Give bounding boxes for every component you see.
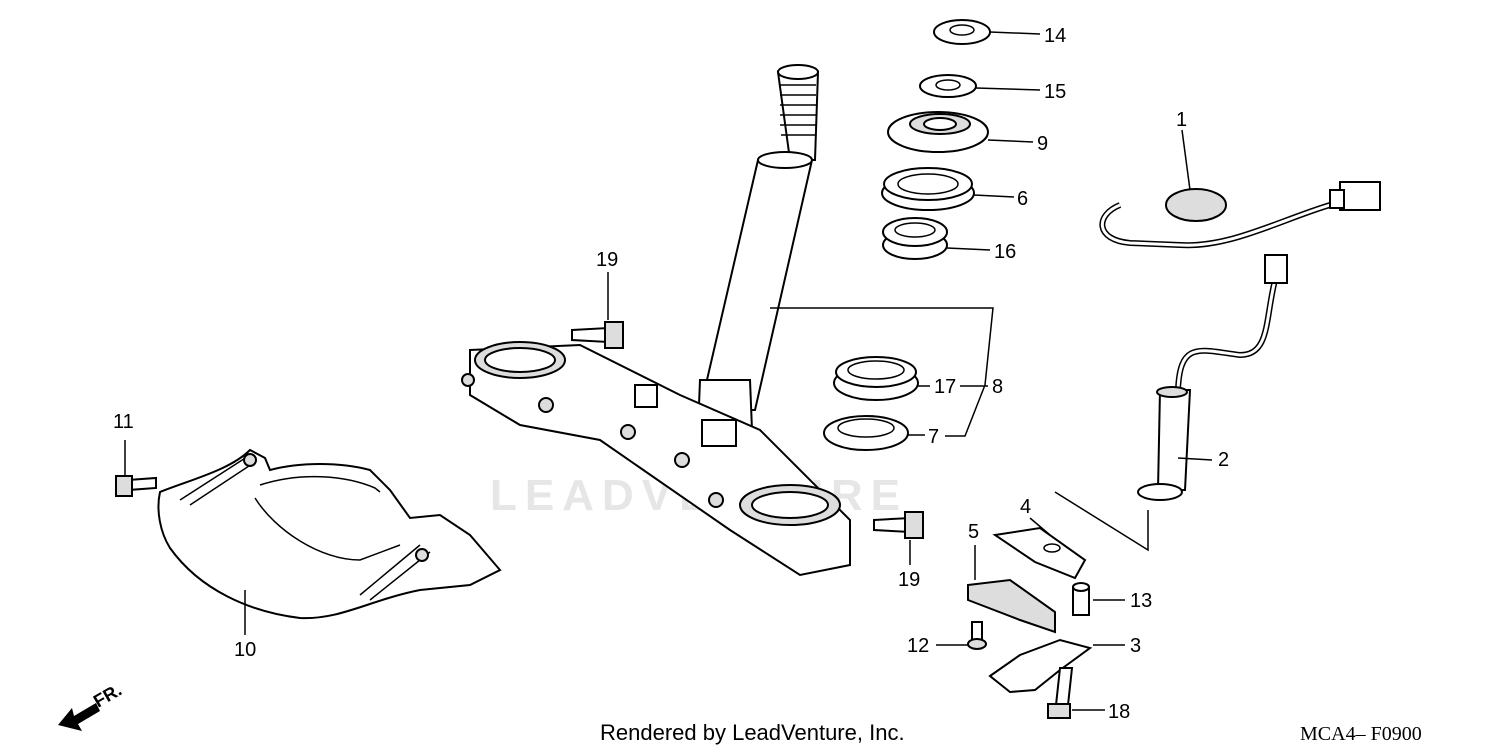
bracket-5[interactable] [967,578,1056,634]
leader-lines [124,31,1213,711]
diagram-code: MCA4– F0900 [1300,723,1422,745]
cover-10[interactable] [157,448,502,620]
callout-2: 2 [1218,449,1229,471]
sensor-2[interactable] [1137,254,1288,501]
callout-3: 3 [1130,635,1141,657]
adjusting-nut-9[interactable] [887,111,989,153]
callout-1: 1 [1176,109,1187,131]
callout-7: 7 [928,426,939,448]
callout-10: 10 [234,639,256,661]
bracket-4[interactable] [992,526,1087,580]
bolt-18[interactable] [1047,667,1074,719]
callout-14: 14 [1044,25,1066,47]
rendered-by-text: Rendered by LeadVenture, Inc. [600,720,905,745]
callout-16: 16 [994,241,1016,263]
front-direction-arrow: FR. [58,680,125,731]
collar-13[interactable] [1072,582,1090,616]
lock-nut-14[interactable] [933,19,991,45]
callout-18: 18 [1108,701,1130,723]
lower-dust-seal-7[interactable] [823,415,909,451]
callout-5: 5 [968,521,979,543]
callout-9: 9 [1037,133,1048,155]
callout-4: 4 [1020,496,1031,518]
callout-13: 13 [1130,590,1152,612]
callout-17: 17 [934,376,956,398]
lock-washer-15[interactable] [919,74,977,98]
steering-stem[interactable] [696,64,820,431]
callout-19-upper: 19 [596,249,618,271]
screw-12[interactable] [967,621,987,650]
arrow-icon [58,703,100,731]
upper-bearing-16[interactable] [882,217,948,260]
bolt-11[interactable] [115,475,157,497]
bolt-19-lower[interactable] [873,511,924,539]
bracket-3[interactable] [988,638,1093,694]
dust-seal-6[interactable] [881,167,975,211]
callout-12: 12 [907,635,929,657]
bolt-19-upper[interactable] [571,321,624,349]
callout-6: 6 [1017,188,1028,210]
callout-19-lower: 19 [898,569,920,591]
callout-11: 11 [113,411,134,433]
lower-triple-clamp[interactable] [461,341,851,577]
lower-bearing-17[interactable] [833,356,919,401]
callout-8: 8 [992,376,1003,398]
callout-15: 15 [1044,81,1066,103]
callouts: 14 15 9 6 16 1 19 17 8 7 2 11 4 5 19 13 … [113,25,1229,723]
sensor-1[interactable] [1099,181,1381,249]
